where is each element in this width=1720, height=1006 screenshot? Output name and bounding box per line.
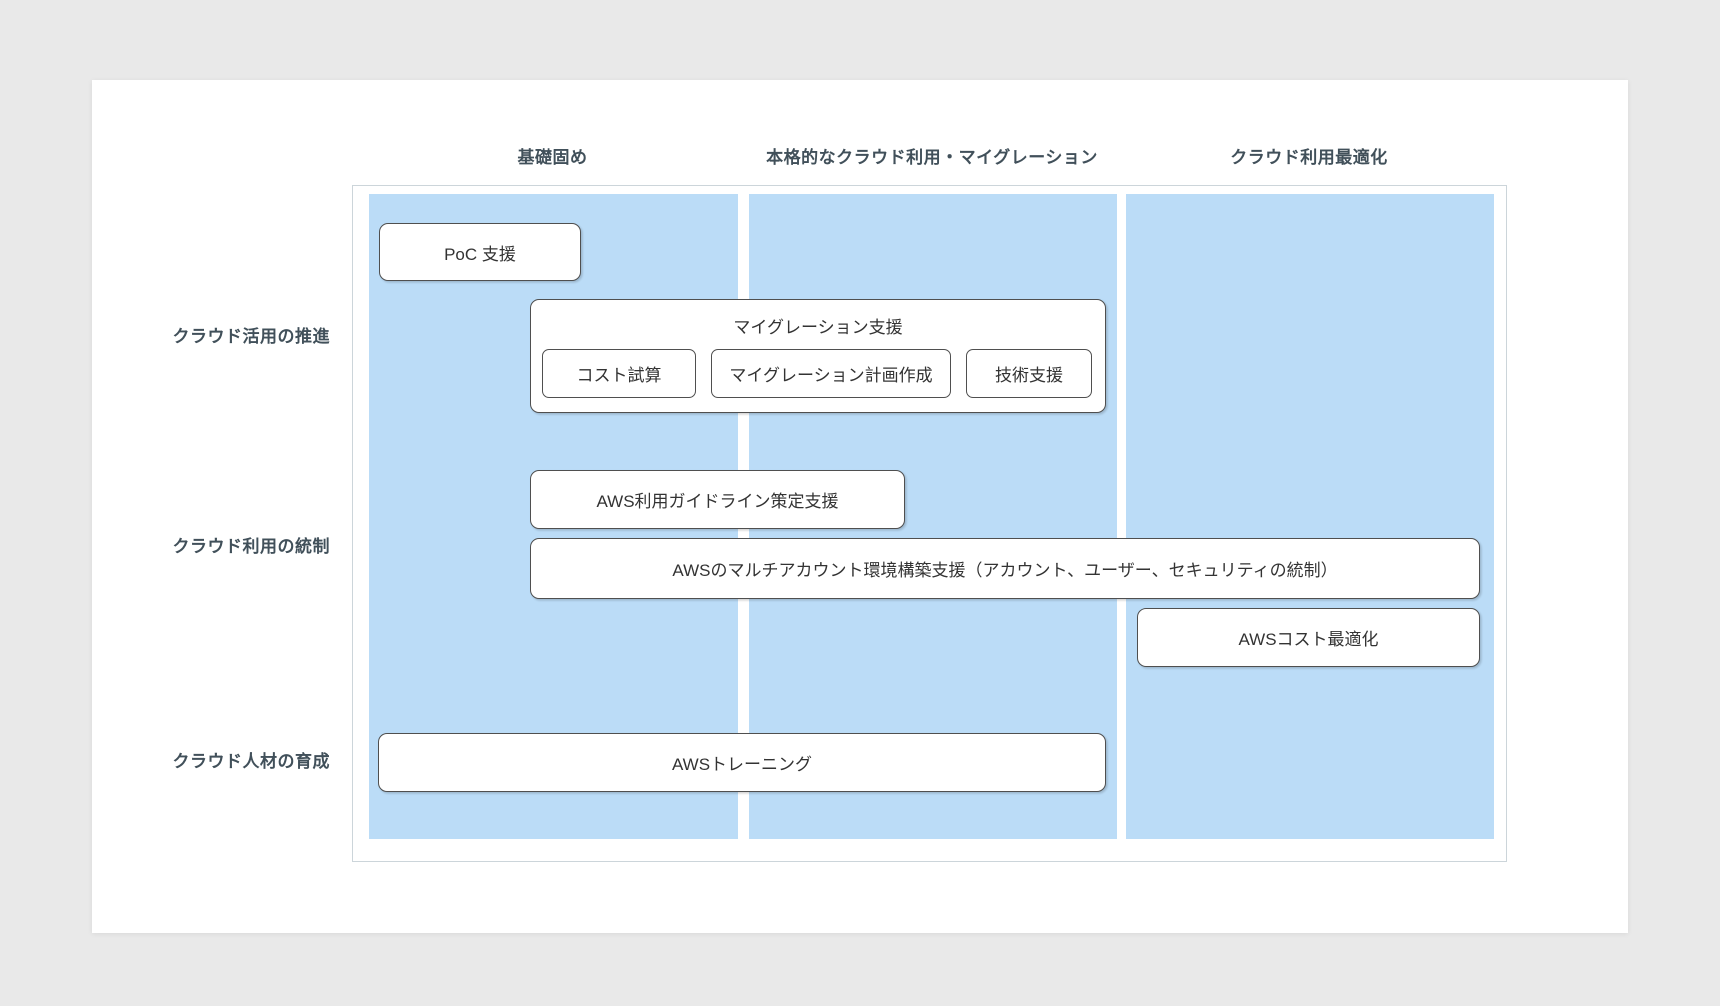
box-cost-estimation: コスト試算 [542, 349, 696, 398]
box-aws-guideline-support: AWS利用ガイドライン策定支援 [530, 470, 905, 529]
track-label-cloud-talent: クラウド人材の育成 [172, 752, 330, 771]
group-migration-support: マイグレーション支援 コスト試算 マイグレーション計画作成 技術支援 [530, 299, 1106, 413]
phase-column-optimization [1126, 194, 1494, 839]
group-title-migration-support: マイグレーション支援 [733, 318, 903, 337]
phase-header-migration: 本格的なクラウド利用・マイグレーション [766, 148, 1098, 167]
box-technical-support: 技術支援 [966, 349, 1092, 398]
box-multi-account-setup: AWSのマルチアカウント環境構築支援（アカウント、ユーザー、セキュリティの統制） [530, 538, 1480, 599]
phase-header-optimization: クラウド利用最適化 [1230, 148, 1388, 167]
box-poc-support: PoC 支援 [379, 223, 581, 281]
track-label-cloud-governance: クラウド利用の統制 [172, 537, 330, 556]
diagram-card: 基礎固め 本格的なクラウド利用・マイグレーション クラウド利用最適化 クラウド活… [92, 80, 1628, 933]
phase-header-foundation: 基礎固め [517, 148, 588, 167]
box-aws-cost-optimization: AWSコスト最適化 [1137, 608, 1480, 667]
track-label-cloud-promotion: クラウド活用の推進 [172, 327, 330, 346]
box-aws-training: AWSトレーニング [378, 733, 1106, 792]
box-migration-planning: マイグレーション計画作成 [711, 349, 951, 398]
